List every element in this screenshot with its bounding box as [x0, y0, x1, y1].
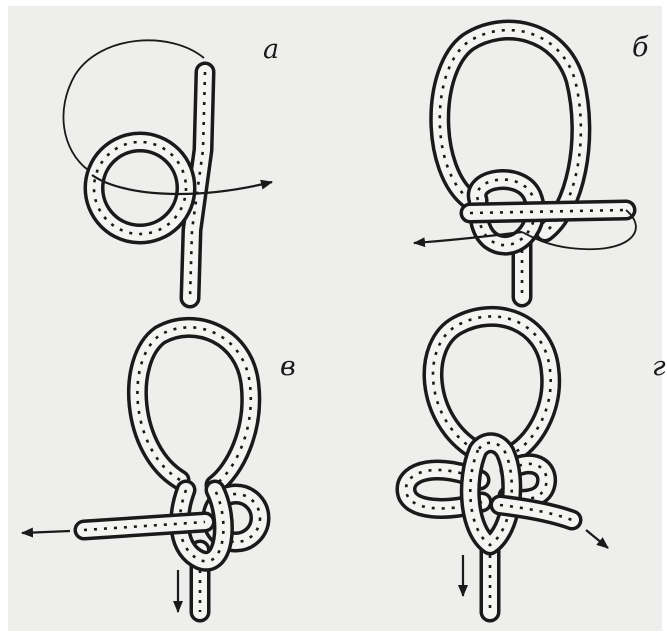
panel-v-working-end: [84, 522, 205, 530]
panel-v-label: в: [280, 351, 296, 382]
panel-g-label: г: [652, 351, 666, 382]
panel-b-crossing-end: [470, 210, 626, 213]
panel-b-label: б: [632, 32, 649, 63]
panel-a-label: а: [263, 34, 279, 65]
